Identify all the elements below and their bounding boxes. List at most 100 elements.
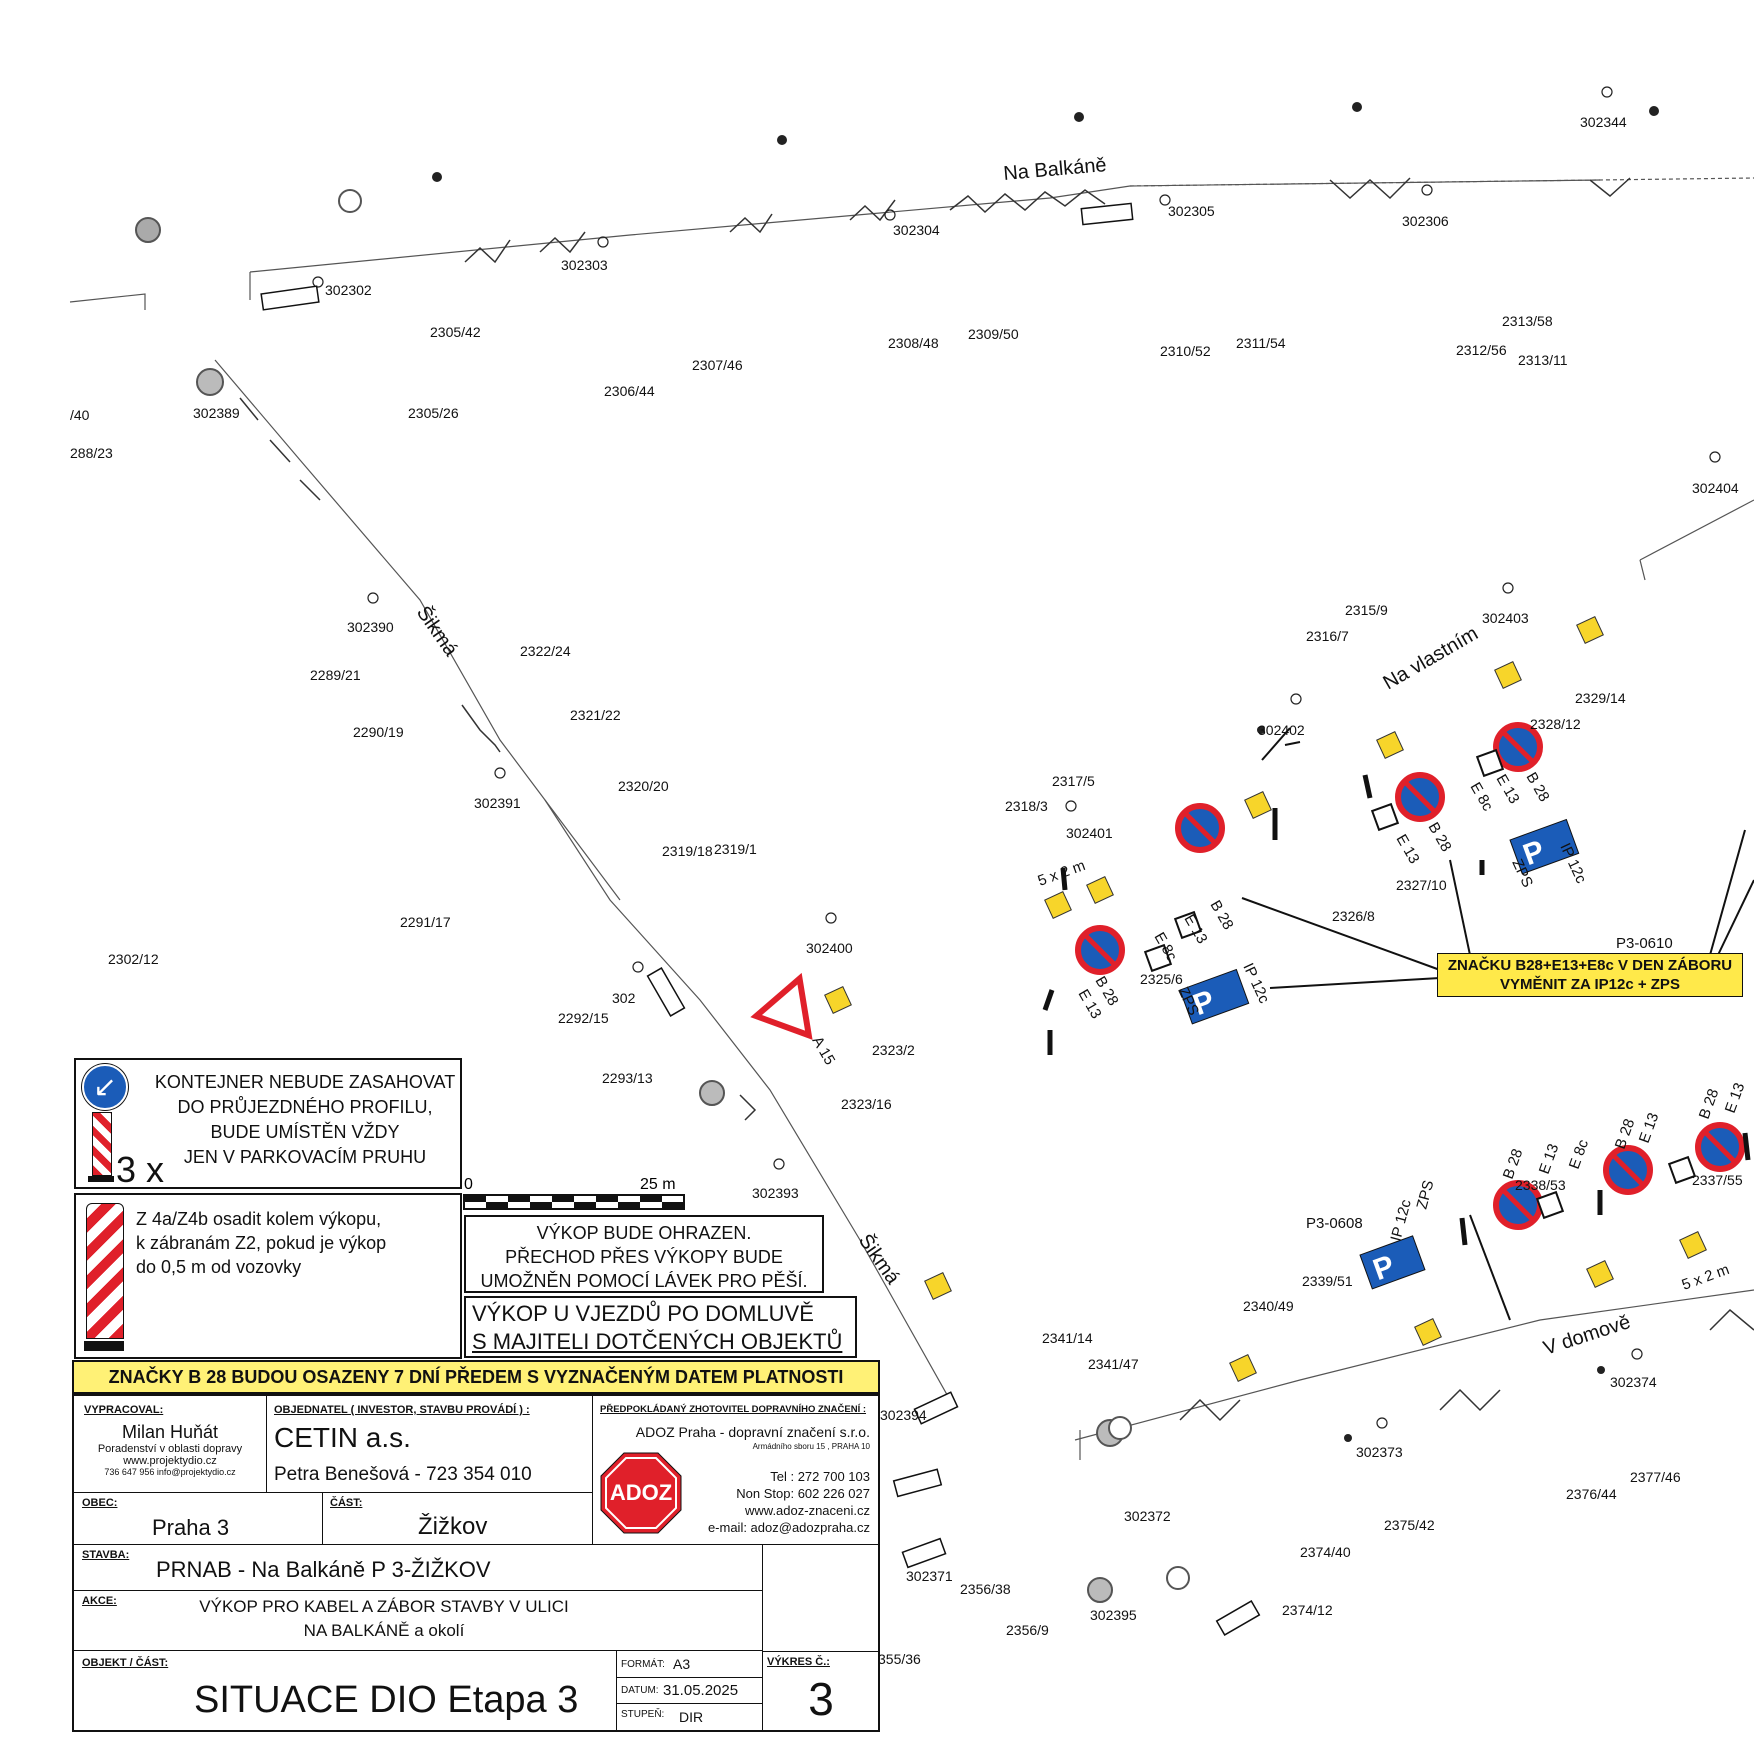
author-web: www.projektydio.cz (123, 1455, 217, 1467)
b28-sign (1603, 1145, 1653, 1195)
e8c-label: E 8c (1467, 780, 1497, 815)
survey-point-label: 302344 (1580, 114, 1627, 130)
contractor-label: PŘEDPOKLÁDANÝ ZHOTOVITEL DOPRAVNÍHO ZNAČ… (600, 1404, 867, 1415)
e13-label: E 13 (1722, 1081, 1749, 1116)
b28-label: B 28 (1523, 770, 1553, 805)
b28-sign (1695, 1122, 1745, 1172)
contractor-nonstop: Non Stop: 602 226 027 (736, 1486, 870, 1501)
z4-line-2: k zábranám Z2, pokud je výkop (136, 1233, 387, 1253)
container-note: ↙ 3 x KONTEJNER NEBUDE ZASAHOVAT DO PRŮJ… (74, 1058, 462, 1189)
fenced-line-3: UMOŽNĚN POMOCÍ LÁVEK PRO PĚŠÍ. (480, 1271, 808, 1291)
stage-label: STUPEŇ: (621, 1709, 665, 1720)
a15-road-works-sign (750, 972, 813, 1040)
scale-start: 0 (464, 1176, 473, 1193)
callout-line-2: VYMĚNIT ZA IP12c + ZPS (1500, 976, 1680, 993)
survey-point-label: 302395 (1090, 1607, 1137, 1623)
e13-label: E 13 (1393, 832, 1423, 867)
parcel-label: 2339/51 (1302, 1273, 1353, 1289)
a15-label: A 15 (809, 1034, 839, 1069)
municipality-label: OBEC: (82, 1497, 118, 1509)
street-label-sikma-lower: Šikmá (854, 1230, 905, 1289)
action-line-1: VÝKOP PRO KABEL A ZÁBOR STAVBY V ULICI (199, 1597, 569, 1616)
street-label-sikma-upper: Šikmá (412, 602, 463, 661)
ip12c-parking-signs: P P P (1179, 818, 1580, 1290)
parcel-label: 2319/18 (662, 843, 713, 859)
parcel-label: 355/36 (878, 1651, 921, 1667)
client-contact: Petra Benešová - 723 354 010 (274, 1464, 532, 1485)
b28-label: B 28 (1696, 1087, 1723, 1122)
barrier-zigzags (239, 177, 1754, 1422)
date-label: DATUM: (621, 1685, 659, 1696)
action-cell: AKCE: VÝKOP PRO KABEL A ZÁBOR STAVBY V U… (74, 1590, 762, 1651)
parcel-label: 2338/53 (1515, 1177, 1566, 1193)
parcel-label: 2323/2 (872, 1042, 915, 1058)
ip12c-label: IP 12c (1556, 841, 1589, 887)
adoz-logo-text: ADOZ (609, 1480, 673, 1505)
parcel-label: 2290/19 (353, 724, 404, 740)
action-label: AKCE: (82, 1595, 117, 1607)
container-line-1: KONTEJNER NEBUDE ZASAHOVAT (154, 1072, 456, 1092)
parcel-label: 2321/22 (570, 707, 621, 723)
parcel-label: 2307/46 (692, 357, 743, 373)
scale-end: 25 m (640, 1176, 676, 1193)
parcel-label: 2313/11 (1518, 352, 1568, 368)
client-cell: OBJEDNATEL ( INVESTOR, STAVBU PROVÁDÍ ) … (266, 1396, 593, 1492)
survey-point-label: 302404 (1692, 480, 1739, 496)
survey-point-label: 302403 (1482, 610, 1529, 626)
b28-sign (1493, 722, 1543, 772)
e13-label: E 13 (1636, 1111, 1663, 1146)
keep-left-icon: ↙ (82, 1064, 128, 1110)
drawing-no-value: 3 (808, 1673, 834, 1725)
action-line-2: NA BALKÁNĚ a okolí (303, 1621, 465, 1640)
callout-arrows (1241, 727, 1754, 1321)
b28-sign (1395, 772, 1445, 822)
title-block: VYPRACOVAL: Milan Huňát Poradenství v ob… (72, 1394, 880, 1732)
parcel-label: 2291/17 (400, 914, 451, 930)
parcel-label: 2329/14 (1575, 690, 1626, 706)
survey-point-label: 302373 (1356, 1444, 1403, 1460)
survey-point-label: 302393 (752, 1185, 799, 1201)
post-base-icon (88, 1176, 114, 1182)
stage-value: DIR (679, 1709, 704, 1725)
contractor-tel: Tel : 272 700 103 (770, 1469, 870, 1484)
survey-point-label: 302400 (806, 940, 853, 956)
object-label: OBJEKT / ČÁST: (82, 1657, 169, 1669)
parcel-label: 2323/16 (841, 1096, 892, 1112)
b28-sign (1075, 925, 1125, 975)
author-name: Milan Huňát (121, 1422, 219, 1442)
container-line-2: DO PRŮJEZDNÉHO PROFILU, (177, 1097, 433, 1117)
e13-label: E 13 (1536, 1142, 1563, 1177)
parcel-label: 2356/9 (1006, 1622, 1049, 1638)
construction-value: PRNAB - Na Balkáně P 3-ŽIŽKOV (156, 1557, 491, 1582)
municipality-value: Praha 3 (152, 1515, 230, 1540)
parcel-label: 2374/12 (1282, 1602, 1333, 1618)
survey-point-label: 302305 (1168, 203, 1215, 219)
parcel-label: 2305/26 (408, 405, 459, 421)
parcel-label: 2318/3 (1005, 798, 1048, 814)
survey-point-label: 302372 (1124, 1508, 1171, 1524)
survey-point-label: 302306 (1402, 213, 1449, 229)
parcel-label: 2340/49 (1243, 1298, 1294, 1314)
district-cell: ČÁST: Žižkov (322, 1492, 593, 1545)
parcel-label: 2341/47 (1088, 1356, 1139, 1372)
street-lines (69, 177, 1754, 1460)
sign-replacement-callout: ZNAČKU B28+E13+E8c V DEN ZÁBORU VYMĚNIT … (1437, 953, 1743, 997)
driveways-line-1: VÝKOP U VJEZDŮ PO DOMLUVĚ (472, 1301, 814, 1326)
adoz-logo: ADOZ (600, 1452, 682, 1534)
drawing-no-cell: VÝKRES Č.: 3 (763, 1651, 879, 1732)
construction-cell: STAVBA: PRNAB - Na Balkáně P 3-ŽIŽKOV (74, 1544, 762, 1591)
parcel-label: 2341/14 (1042, 1330, 1093, 1346)
district-label: ČÁST: (330, 1497, 363, 1509)
contractor-web: www.adoz-znaceni.cz (745, 1503, 870, 1518)
parcel-label: 2292/15 (558, 1010, 609, 1026)
e13-label: E 13 (1493, 772, 1523, 807)
survey-point-label: 302302 (325, 282, 372, 298)
parcel-label: 2377/46 (1630, 1469, 1681, 1485)
survey-point-label: 302371 (906, 1568, 953, 1584)
parcel-label: 2293/13 (602, 1070, 653, 1086)
parcel-label: 2316/7 (1306, 628, 1349, 644)
fenced-line-1: VÝKOP BUDE OHRAZEN. (536, 1223, 752, 1243)
survey-point-label: 302391 (474, 795, 521, 811)
client-name: CETIN a.s. (274, 1422, 411, 1453)
